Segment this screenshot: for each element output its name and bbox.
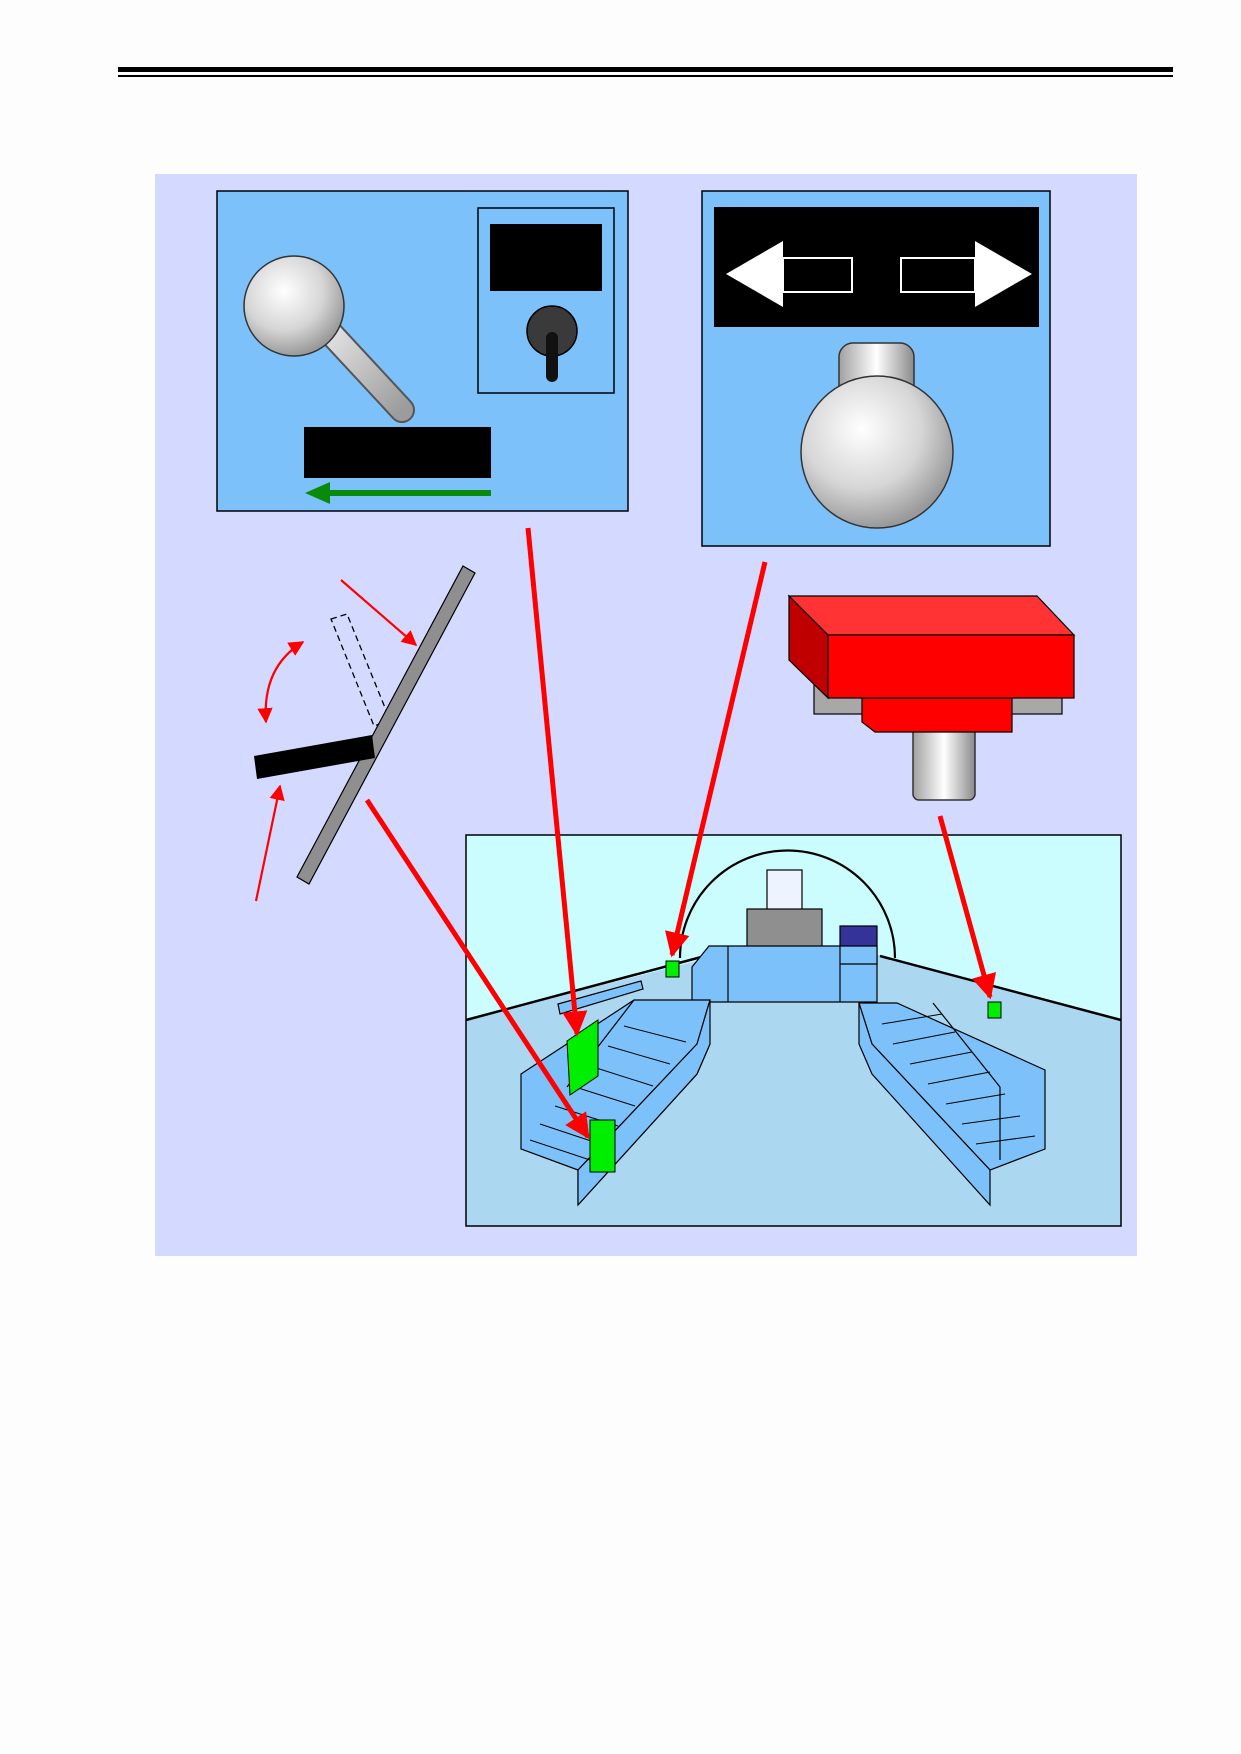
highlight-left-console-lever (589, 1119, 616, 1173)
red-knob-assembly (787, 594, 1076, 801)
callout-selector-panel (665, 561, 768, 958)
lever-panel (216, 190, 629, 512)
red-knob-top (787, 595, 1076, 636)
callout-lever-panel (525, 527, 588, 1037)
header-rule (118, 67, 1173, 72)
arrow-right-icon (900, 241, 1032, 307)
canopy-arch (678, 849, 897, 959)
instrument-housing (746, 908, 823, 948)
pointer-arrow-plate (340, 579, 418, 647)
highlight-glareshield-right (987, 1001, 1002, 1019)
center-panel (691, 945, 878, 1003)
left-side-bar (557, 980, 644, 1015)
highlight-left-console-panel (566, 1019, 599, 1096)
highlight-glareshield-left (665, 960, 680, 978)
arrow-left-icon (726, 241, 853, 307)
selector-panel (701, 190, 1051, 547)
instrument-standby (766, 869, 803, 911)
callout-red-knob (937, 815, 997, 1000)
rotation-arrow-icon (257, 641, 305, 724)
callout-arrows (364, 527, 997, 1140)
pointer-arrow-bar (254, 784, 285, 902)
hinged-plate (296, 565, 476, 885)
round-knob-icon (800, 375, 954, 529)
cockpit-view (465, 834, 1122, 1227)
header-rule-secondary (118, 75, 1173, 77)
red-knob-front (827, 634, 1075, 699)
pedal-detail (254, 565, 476, 902)
toggle-label-plate (490, 224, 602, 291)
callout-pedal-detail (364, 798, 591, 1140)
pedal-bar (254, 735, 375, 779)
lever-label-plate (304, 427, 491, 478)
lever-ball-icon (243, 255, 345, 357)
